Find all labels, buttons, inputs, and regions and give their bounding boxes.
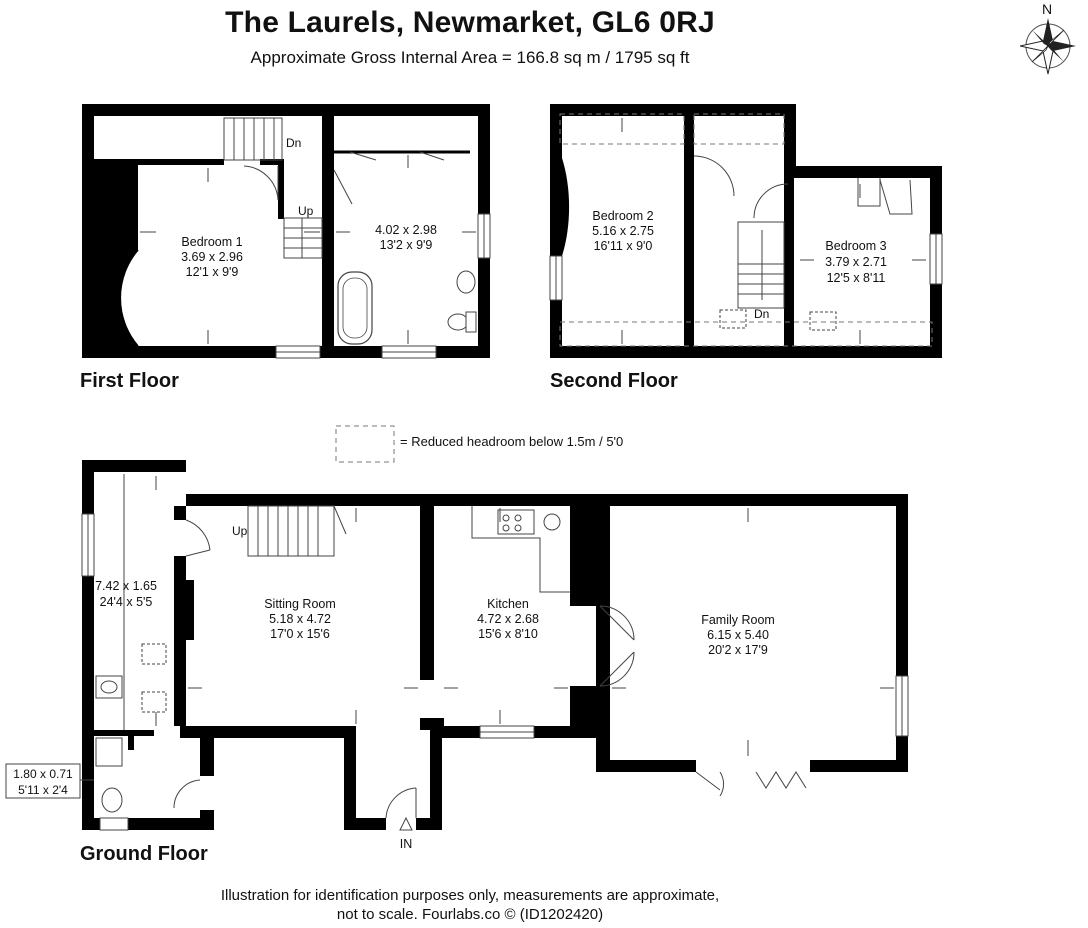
compass-icon: N (1020, 1, 1076, 75)
ground-floor-plan (5, 460, 909, 831)
bedroom2-imperial: 16'11 x 9'0 (594, 239, 653, 253)
ground-floor-up-label: Up (232, 524, 248, 538)
bedroom1-name: Bedroom 1 (181, 235, 242, 249)
bedroom1-imperial: 12'1 x 9'9 (186, 265, 239, 279)
bathroom-imperial: 13'2 x 9'9 (380, 238, 433, 252)
gross-area-text: Approximate Gross Internal Area = 166.8 … (250, 48, 690, 67)
second-floor-plan (549, 104, 943, 358)
first-floor-plan (82, 104, 491, 359)
family-room-imperial: 20'2 x 17'9 (708, 643, 768, 657)
cloakroom-imperial: 5'11 x 2'4 (18, 783, 68, 797)
bedroom2-metric: 5.16 x 2.75 (592, 224, 654, 238)
kitchen-name: Kitchen (487, 597, 529, 611)
room-labels: Bedroom 1 3.69 x 2.96 12'1 x 9'9 4.02 x … (13, 136, 887, 851)
legend-text: = Reduced headroom below 1.5m / 5'0 (400, 434, 624, 449)
bedroom3-metric: 3.79 x 2.71 (825, 255, 887, 269)
ground-floor-label: Ground Floor (80, 843, 208, 865)
reduced-headroom-swatch (335, 425, 395, 463)
kitchen-imperial: 15'6 x 8'10 (478, 627, 538, 641)
bedroom3-name: Bedroom 3 (825, 239, 886, 253)
north-label: N (1042, 1, 1052, 17)
entrance-label: IN (400, 837, 413, 851)
disclaimer-line-2: not to scale. Fourlabs.co © (ID1202420) (336, 906, 604, 923)
sitting-room-name: Sitting Room (264, 597, 336, 611)
kitchen-metric: 4.72 x 2.68 (477, 612, 539, 626)
first-floor-dn-label: Dn (286, 136, 301, 150)
bathroom-metric: 4.02 x 2.98 (375, 223, 437, 237)
hall-imperial: 24'4 x 5'5 (100, 595, 153, 609)
second-floor-label: Second Floor (550, 370, 678, 392)
family-room-name: Family Room (701, 613, 775, 627)
bedroom3-imperial: 12'5 x 8'11 (827, 271, 886, 285)
disclaimer-line-1: Illustration for identification purposes… (220, 887, 720, 904)
first-floor-up-label: Up (298, 204, 314, 218)
sitting-room-imperial: 17'0 x 15'6 (270, 627, 330, 641)
bedroom2-name: Bedroom 2 (592, 209, 653, 223)
hall-metric: 7.42 x 1.65 (95, 579, 157, 593)
bedroom1-metric: 3.69 x 2.96 (181, 250, 243, 264)
first-floor-label: First Floor (80, 370, 179, 392)
plan-title: The Laurels, Newmarket, GL6 0RJ (225, 6, 715, 39)
cloakroom-metric: 1.80 x 0.71 (13, 767, 73, 781)
second-floor-dn-label: Dn (754, 307, 769, 321)
sitting-room-metric: 5.18 x 4.72 (269, 612, 331, 626)
family-room-metric: 6.15 x 5.40 (707, 628, 769, 642)
disclaimer: Illustration for identification purposes… (0, 886, 940, 924)
